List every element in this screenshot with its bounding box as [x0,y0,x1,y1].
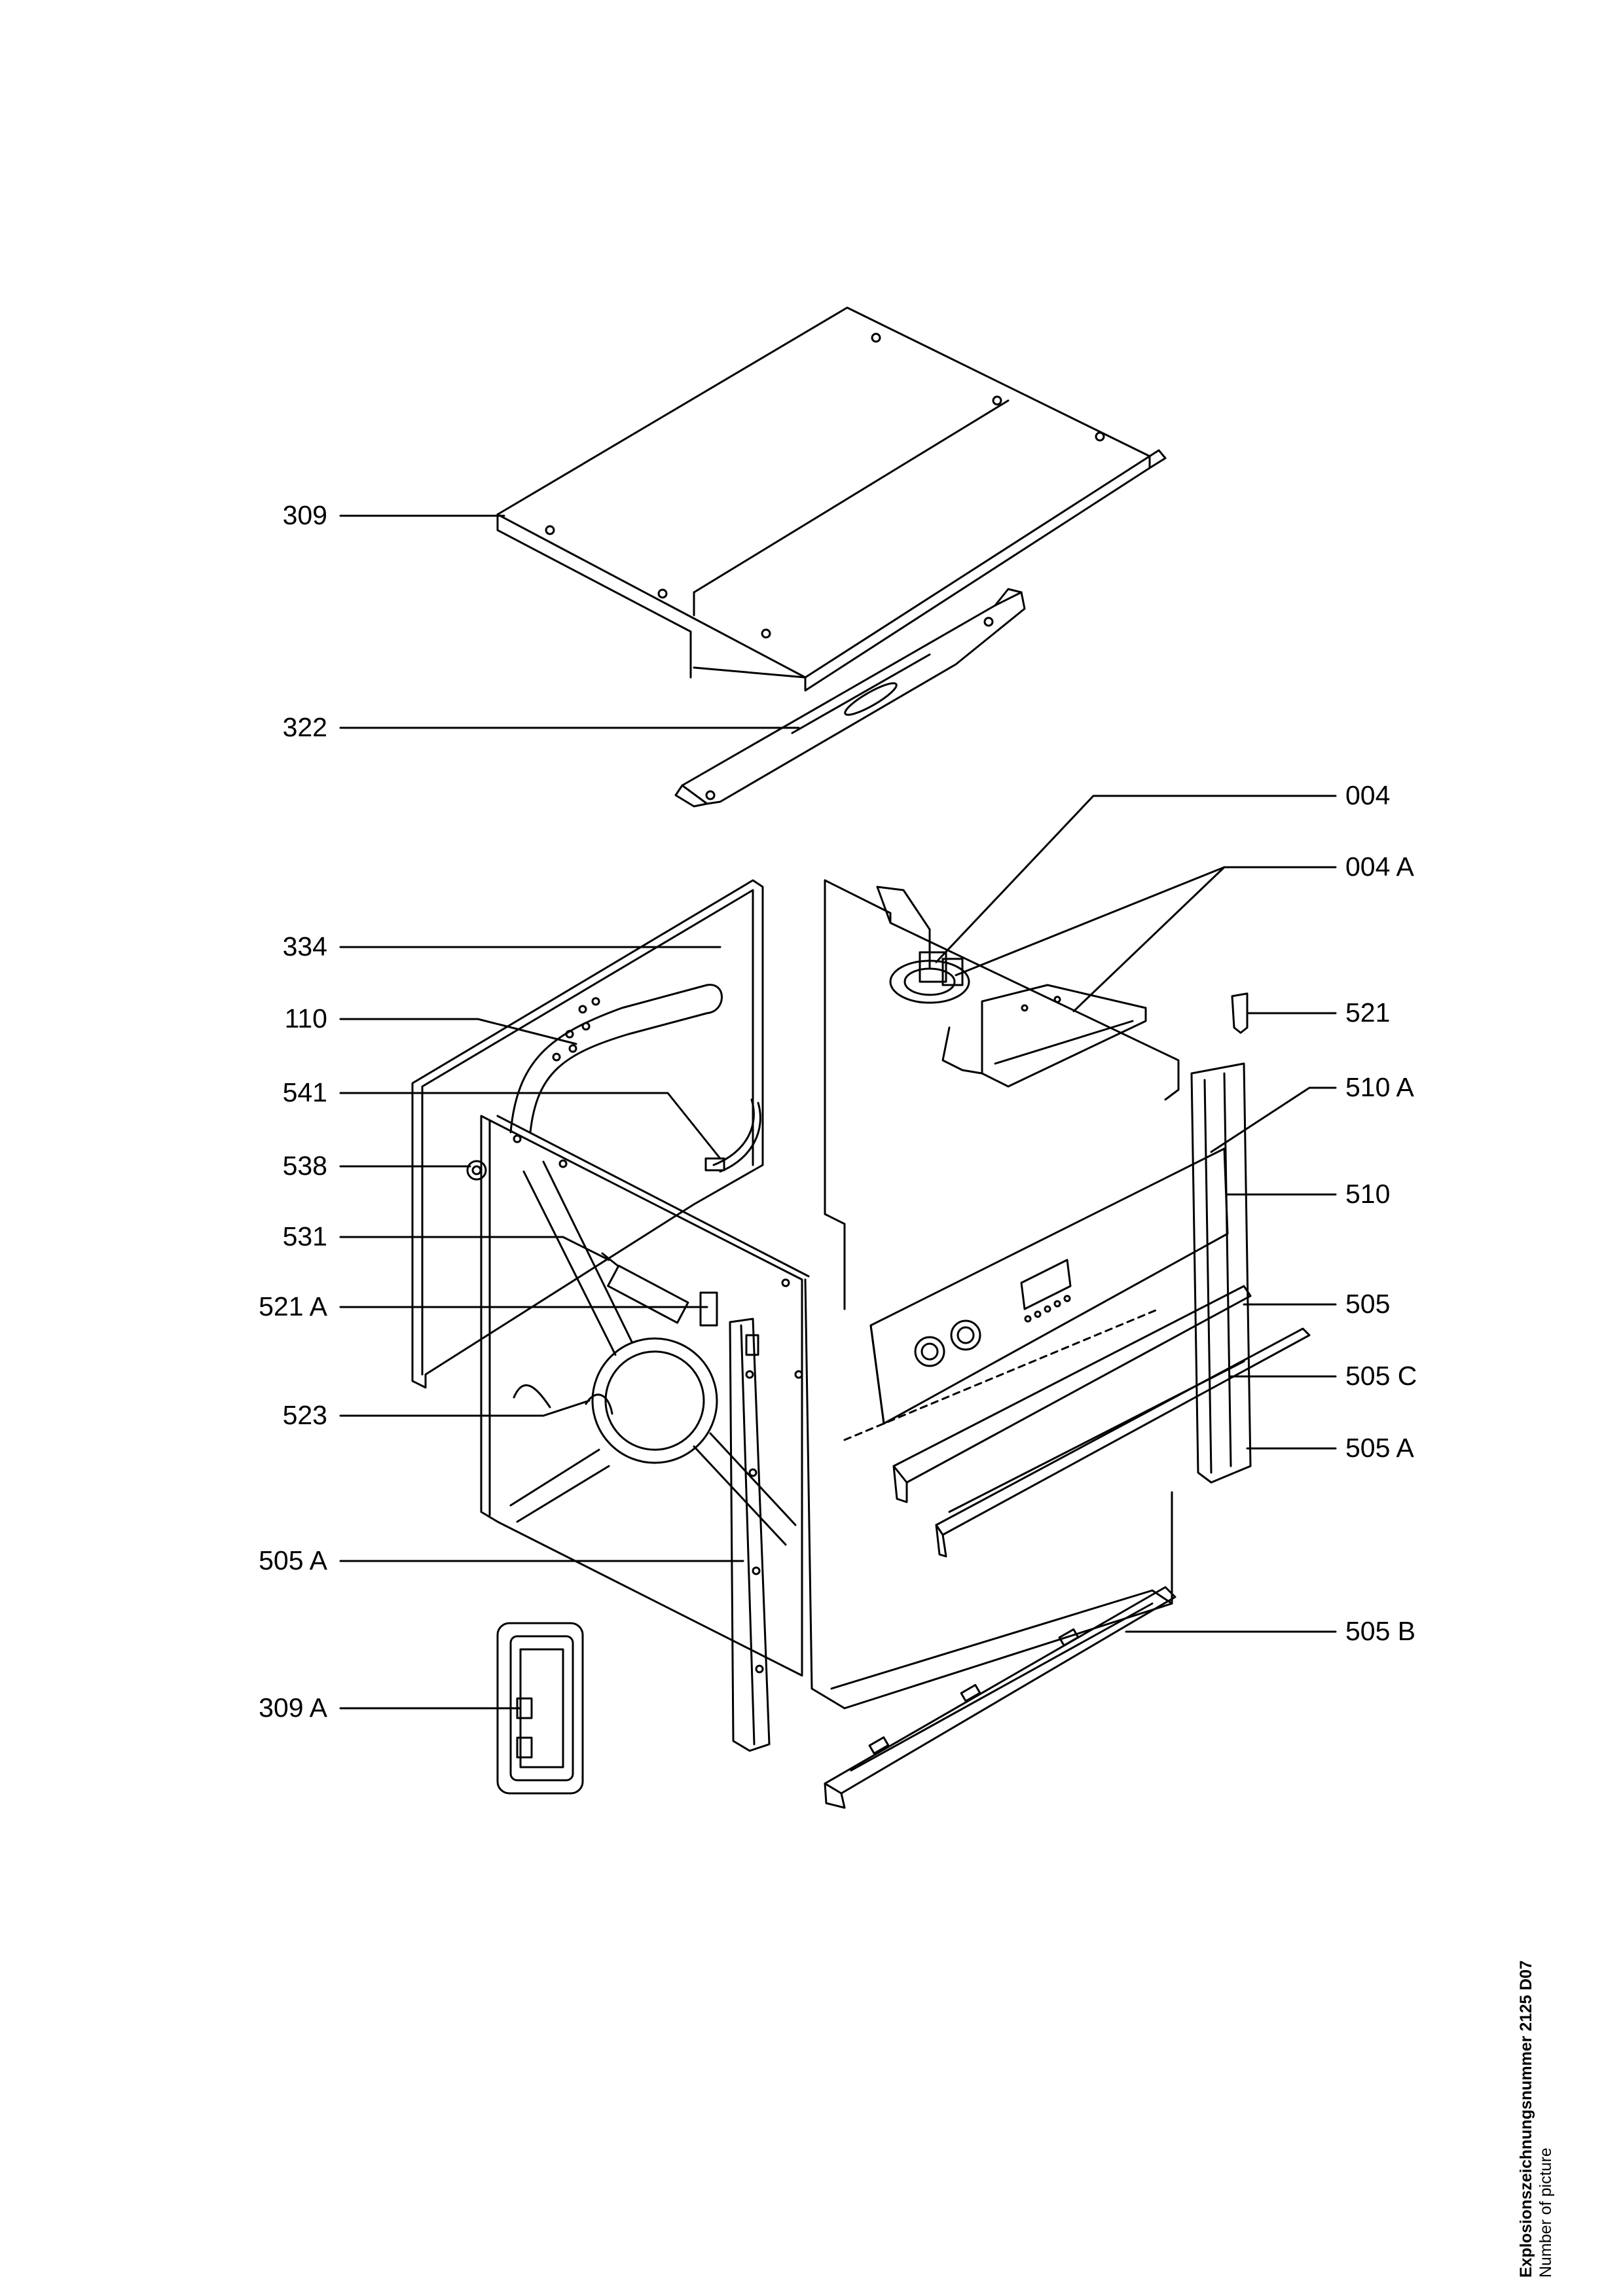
callout-505: 505 [1345,1289,1391,1319]
callout-110: 110 [284,1003,327,1033]
callout-004: 004 [1345,780,1391,810]
callout-004a: 004 A [1345,852,1414,882]
callout-505b: 505 B [1345,1616,1416,1646]
caption-subtitle: Number of picture [1537,2147,1555,2278]
part-control-panel [869,1147,1229,1425]
callout-521a: 521 A [259,1291,327,1321]
part-support-rail [674,588,1026,808]
part-right-rail [1190,1062,1252,1484]
part-small-clip [1231,992,1249,1034]
callout-322: 322 [282,712,327,742]
callout-510: 510 [1345,1179,1391,1209]
caption-title: Explosionszeichnungsnummer 2125 D07 [1517,1960,1535,2278]
part-heating-tube [509,984,723,1134]
part-cross-rails [892,1285,1311,1558]
part-back-panel [411,879,764,1389]
callout-505c: 505 C [1345,1361,1417,1391]
part-left-vertical-rail [729,1318,771,1752]
picture-number-caption: Explosionszeichnungsnummer 2125 D07 Numb… [1516,1960,1556,2278]
leader-lines-right [935,795,1337,1633]
callout-510a: 510 A [1345,1072,1414,1102]
part-bottom-rail [824,1586,1176,1809]
leader-lines-left [339,514,800,1710]
part-small-fittings [466,1160,718,1415]
part-oven-box [804,879,1180,1710]
callout-505a-left: 505 A [259,1545,327,1575]
part-wiring [704,1098,761,1173]
callout-523: 523 [282,1400,327,1430]
callout-505a-right: 505 A [1345,1433,1414,1463]
callout-309a: 309 A [259,1693,327,1723]
callout-334: 334 [282,931,327,961]
callout-521: 521 [1345,997,1391,1028]
callout-531: 531 [282,1221,327,1251]
part-top-cover [496,306,1167,692]
callout-309: 309 [282,500,327,530]
part-fan-assembly [876,886,1147,1088]
callout-538: 538 [282,1151,327,1181]
callout-541: 541 [282,1077,327,1107]
part-side-panel [480,1115,810,1677]
